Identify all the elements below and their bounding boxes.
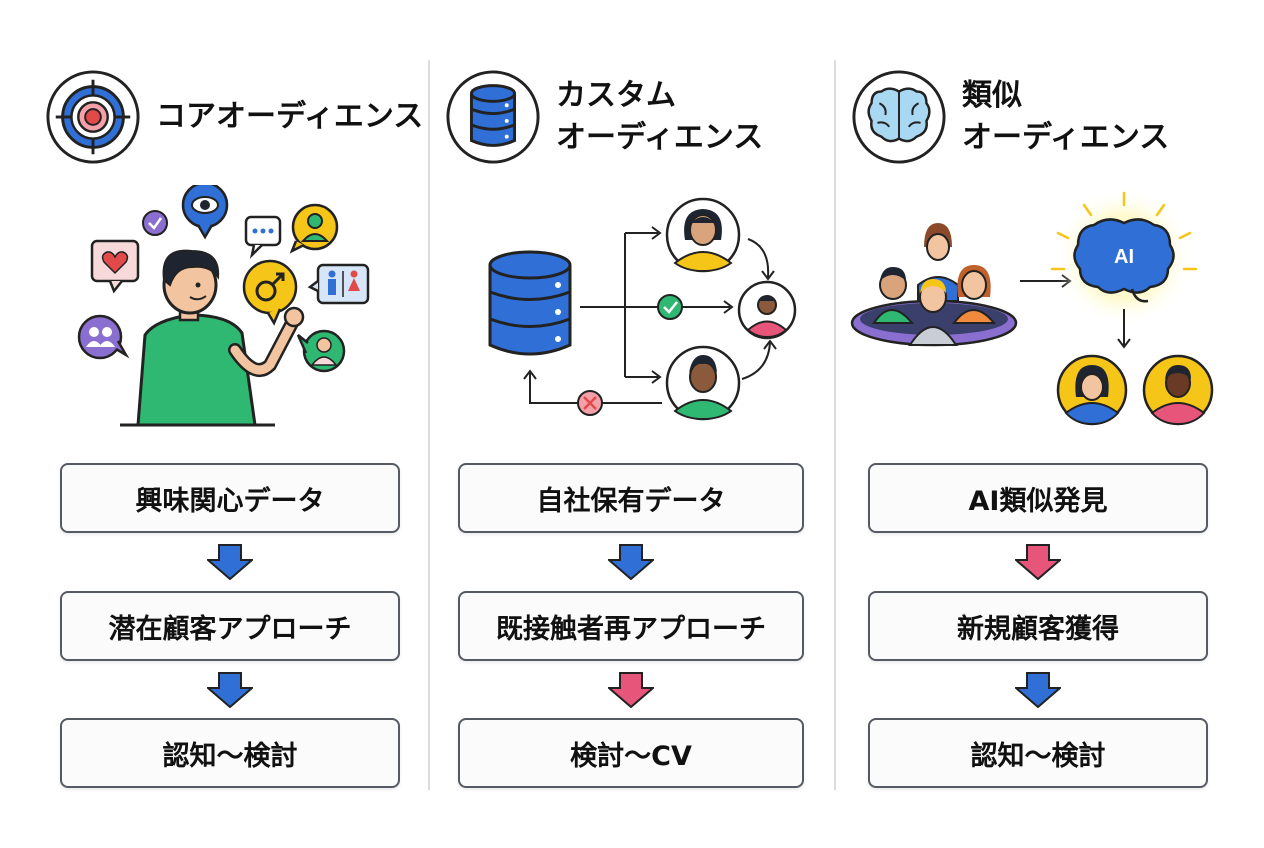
chat-bubble-icon [244,215,282,259]
column-divider [834,60,836,790]
step-box-potential-approach: 潜在顧客アプローチ [60,591,400,661]
ai-label: AI [1114,246,1134,268]
down-arrow-icon [608,672,654,708]
eye-bubble-icon [181,185,229,240]
lookalike-ai-illustration: AI [850,187,1214,426]
down-arrow-icon [608,544,654,580]
step-box-consideration-cv: 検討～CV [458,718,804,788]
custom-audience-column: カスタム オーディエンス [430,0,830,848]
profile-bubble-icon [296,329,346,373]
step-box-new-customers: 新規顧客獲得 [868,591,1208,661]
down-arrow-icon [207,544,253,580]
brain-icon [852,70,946,164]
down-arrow-icon [1015,672,1061,708]
lookalike-woman-avatar-icon [1056,354,1128,426]
down-arrow-icon [207,672,253,708]
core-audience-column: コアオーディエンス [30,0,430,848]
column-title: カスタム オーディエンス [556,78,764,155]
retargeting-flow-illustration [488,197,797,421]
target-user-avatar-icon [737,280,797,340]
heart-bubble-icon [90,239,140,294]
glow-rays [1050,191,1198,271]
column-title: コアオーディエンス [156,99,424,134]
step-box-ai-lookalike: AI類似発見 [868,463,1208,533]
group-bubble-icon [77,314,130,360]
core-audience-header: コアオーディエンス [44,62,423,172]
lookalike-audience-column: 類似 オーディエンス [836,0,1236,848]
database-icon [446,70,540,164]
woman-avatar-icon [665,197,741,273]
step-box-awareness: 認知～検討 [60,718,400,788]
database-cylinder-icon [488,250,572,356]
person-shirt [136,313,257,427]
step-box-awareness: 認知～検討 [868,718,1208,788]
step-box-reapproach: 既接触者再アプローチ [458,591,804,661]
reject-icon [577,390,603,416]
check-bubble-icon [142,210,168,236]
person-interests-illustration [77,185,370,427]
seed-audience-group-icon [850,223,1018,347]
ai-brain-icon: AI [1073,218,1175,303]
lookalike-audience-header: 類似 オーディエンス [850,62,1169,172]
step-box-first-party-data: 自社保有データ [458,463,804,533]
restroom-bubble-icon [307,263,370,305]
man-avatar-icon [665,345,741,421]
lookalike-man-avatar-icon [1142,354,1214,426]
down-arrow-icon [1015,544,1061,580]
custom-audience-header: カスタム オーディエンス [444,62,763,172]
approve-icon [657,294,683,320]
step-box-interest-data: 興味関心データ [60,463,400,533]
column-title: 類似 オーディエンス [962,78,1170,155]
user-bubble-icon [289,203,339,254]
column-divider [428,60,430,790]
target-icon [46,70,140,164]
gender-bubble-icon [242,259,298,326]
